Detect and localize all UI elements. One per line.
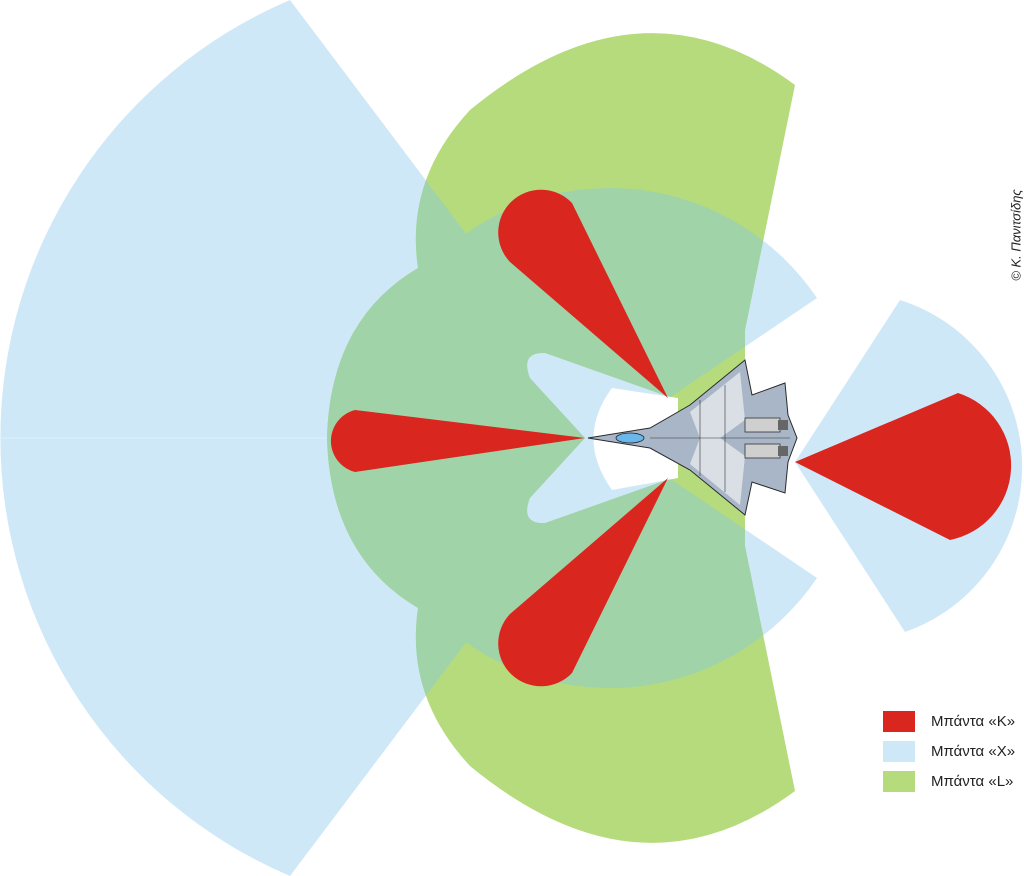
copyright-notice: © Κ. Πανιτσίδης (1008, 189, 1024, 281)
k-band-swatch (883, 710, 915, 732)
legend-label: Μπάντα «L» (931, 772, 1014, 790)
k-band-lobe-rear (795, 393, 1012, 540)
legend: Μπάντα «K» Μπάντα «X» Μπάντα «L» (883, 706, 1015, 796)
aircraft-icon (587, 359, 798, 516)
x-band-swatch (883, 740, 915, 762)
legend-item-l-band: Μπάντα «L» (883, 766, 1015, 796)
legend-item-k-band: Μπάντα «K» (883, 706, 1015, 736)
k-band-lobe-bottom (498, 478, 668, 687)
k-band-lobe-front (330, 410, 585, 472)
l-band-swatch (883, 770, 915, 792)
legend-item-x-band: Μπάντα «X» (883, 736, 1015, 766)
legend-label: Μπάντα «K» (931, 712, 1016, 730)
legend-label: Μπάντα «X» (931, 742, 1016, 760)
k-band-lobe-top (498, 189, 668, 398)
